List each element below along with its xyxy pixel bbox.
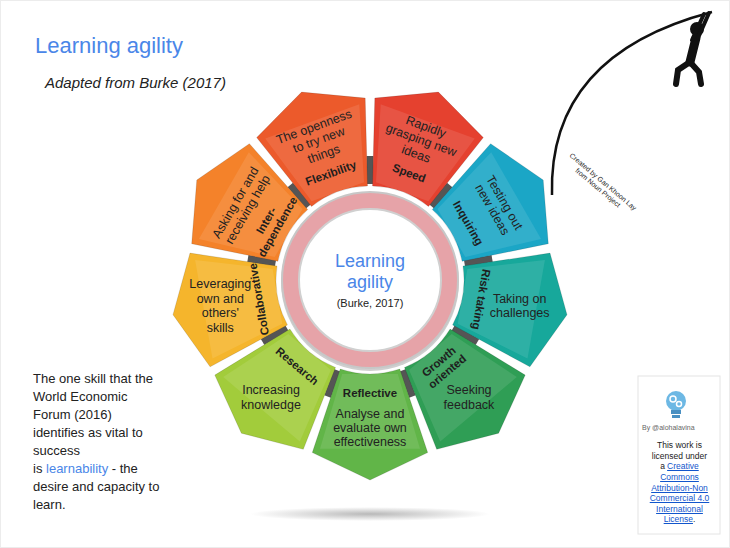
segment-pentagon [192,144,308,262]
center-circle: Learning agility (Burke, 2017) [278,188,462,372]
license-text: . [693,514,695,524]
segment-pentagon [405,329,526,449]
segment-pentagon [173,253,287,367]
outer-ring [282,192,458,368]
segment-description: Taking on challenges [489,292,551,321]
segment-sheen [320,374,420,449]
author-handle: By @alohalavina [642,424,695,432]
icon-credit: Created by Gan Khoon Lay from Noun Proje… [562,151,639,219]
highlight-word: learnability [46,461,108,476]
wheel-shadow [250,507,490,521]
subtitle: Adapted from Burke (2017) [45,74,226,91]
segment-pentagon [312,369,427,480]
ring-shadow [281,193,459,371]
license-note: This work is licensed under aCreative Co… [642,440,717,525]
side-note: The one skill that the World Economic Fo… [33,370,165,514]
slide-title: Learning agility [35,33,183,58]
center-text: Learning agility (Burke, 2017) [278,188,462,372]
note-text: The one skill that the World Economic Fo… [33,371,153,476]
center-title: Learning agility [324,251,416,292]
segment-description: Seeking feedback [429,383,509,412]
inner-disc [299,209,441,351]
segment-description: Increasing knowledge [231,383,311,412]
agility-segment: Testing out new ideasInquiring [429,140,552,265]
segment-category: Reflective [333,387,407,400]
license-link: Creative Commons Attribution-Non Commerc… [650,461,710,524]
center-citation: (Burke, 2017) [337,297,404,309]
segment-description: Leveraging own and others' skills [189,277,251,335]
lightbulb-icon [666,391,686,418]
pole-vaulter-figure [676,13,709,84]
segment-pentagon [432,144,548,262]
agility-segment: Leveraging own and others' skillsCollabo… [170,250,291,370]
agility-segment: Asking for and receiving helpInter- depe… [188,140,311,265]
license-panel [638,376,720,534]
segment-description: Analyse and evaluate own effectiveness [326,407,414,450]
